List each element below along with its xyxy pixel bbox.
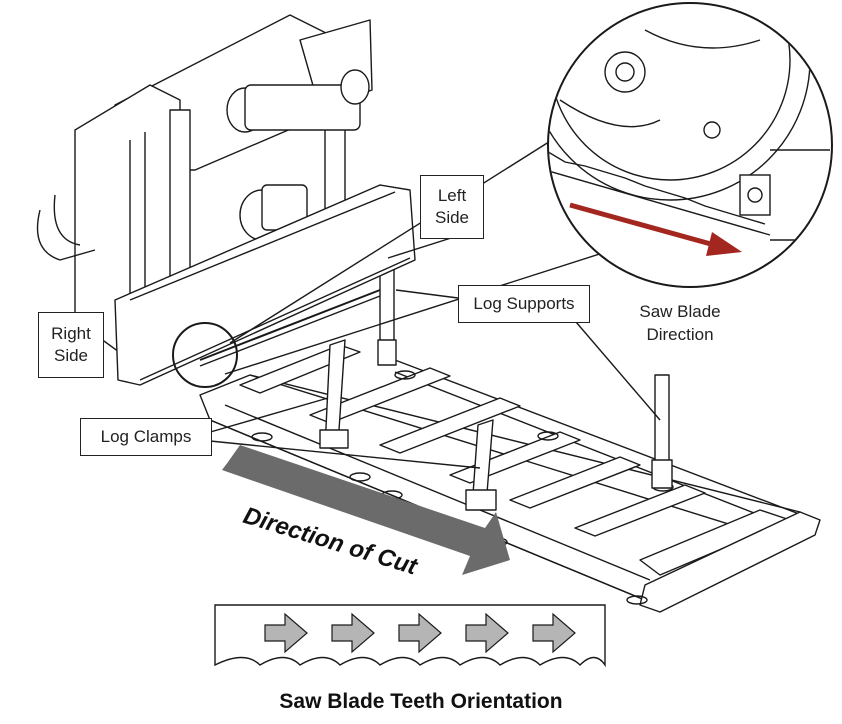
teeth-orientation-strip [214,604,606,668]
callout-pointers [199,231,661,469]
zoom-connector-lines [224,139,613,375]
teeth-arrow-3 [398,612,442,654]
teeth-orientation-title: Saw Blade Teeth Orientation [279,690,563,713]
teeth-arrow-4 [465,612,509,654]
left-side-line-1: Left [437,186,467,205]
teeth-arrow-5 [532,612,576,654]
saw-blade-direction-line-2: Direction [646,325,714,344]
log-supports-label: Log Supports [473,294,575,313]
saw-blade-direction-label: Saw Blade Direction [620,300,740,346]
right-side-line-1: Right [51,324,91,343]
log-clamps-label: Log Clamps [100,427,192,446]
right-side-line-2: Side [53,346,89,365]
left-side-line-2: Side [434,208,470,227]
blade-highlight-circle [172,322,238,388]
direction-of-cut-arrow [222,445,510,575]
log-clamps [319,339,497,511]
blade-zoom-circle [547,2,833,288]
teeth-arrow-1 [264,612,308,654]
blade-direction-arrow [569,202,742,256]
log-support-posts [377,244,673,489]
sawmill-head [36,14,416,388]
saw-blade-direction-line-1: Saw Blade [639,302,721,321]
log-supports-callout: Log Supports [458,285,590,323]
left-side-callout: Left Side [420,175,484,239]
right-side-callout: Right Side [38,312,104,378]
log-clamps-callout: Log Clamps [80,418,212,456]
teeth-arrow-2 [331,612,375,654]
